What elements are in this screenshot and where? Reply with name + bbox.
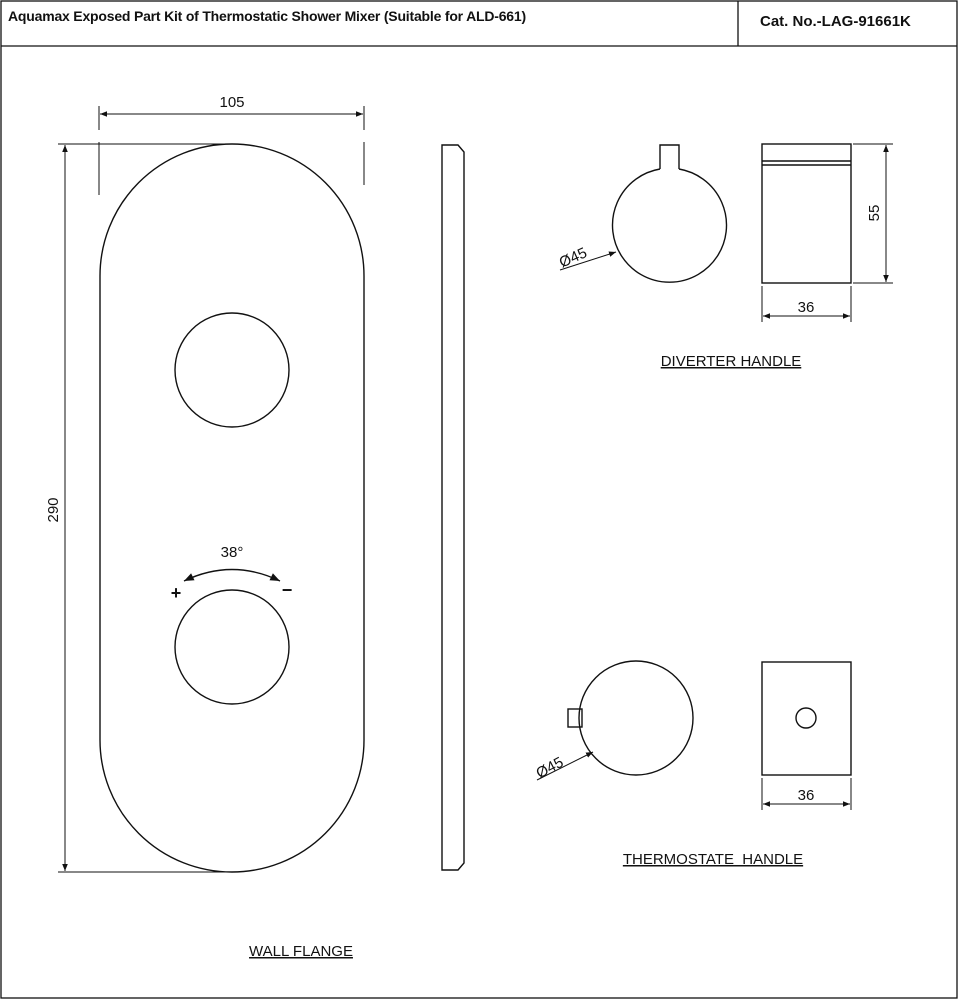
diverter-height-dimension	[853, 143, 893, 284]
title-block: Aquamax Exposed Part Kit of Thermostatic…	[0, 0, 958, 47]
diverter-handle-label: DIVERTER HANDLE	[661, 353, 802, 370]
decrease-sign: −	[282, 580, 293, 600]
drawing-title: Aquamax Exposed Part Kit of Thermostatic…	[8, 8, 526, 24]
diverter-height-label: 55	[866, 205, 883, 222]
thermostate-diameter-label: Ø45	[533, 754, 566, 782]
lower-handle-hole	[174, 589, 290, 705]
flange-width-label: 105	[219, 94, 244, 111]
wall-flange-side-view	[441, 144, 465, 871]
diverter-diameter-leader	[559, 251, 617, 271]
diverter-width-label: 36	[798, 299, 815, 316]
flange-height-dimension	[58, 143, 232, 873]
rotation-arc	[183, 568, 281, 582]
thermostate-width-label: 36	[798, 787, 815, 804]
increase-sign: +	[171, 583, 182, 603]
rotation-angle-label: 38°	[221, 544, 244, 561]
thermostate-handle-side-view	[761, 661, 852, 776]
thermostate-handle-label: THERMOSTATE HANDLE	[623, 851, 803, 868]
flange-outline	[99, 143, 365, 873]
diverter-width-dimension	[761, 286, 852, 322]
upper-handle-hole	[174, 312, 290, 428]
thermostate-diameter-leader	[536, 751, 594, 781]
diverter-diameter-label: Ø45	[557, 244, 590, 271]
flange-height-label: 290	[45, 497, 62, 522]
wall-flange-label: WALL FLANGE	[249, 943, 353, 960]
thermostate-handle-front-view	[567, 660, 694, 776]
diverter-handle-side-view	[761, 143, 852, 284]
thermostate-width-dimension	[761, 778, 852, 810]
flange-width-dimension	[98, 106, 365, 195]
diverter-handle-front-view	[611, 144, 728, 283]
wall-flange-front-view	[99, 143, 365, 873]
catalog-number: Cat. No.-LAG-91661K	[760, 13, 911, 30]
